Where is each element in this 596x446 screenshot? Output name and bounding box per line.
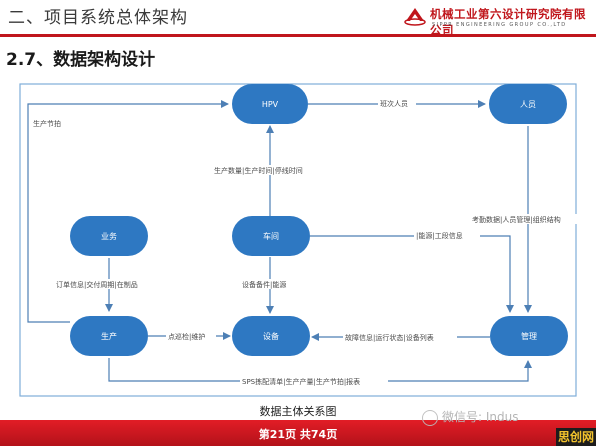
edge-label-production-to-equipment: 点巡检|维护: [168, 332, 205, 341]
node-personnel[interactable]: 人员: [489, 84, 567, 124]
company-logo: [404, 8, 426, 26]
edge-production-to-hpv: [27, 100, 229, 323]
edge-label-management-to-equipment: 故障信息|运行状态|设备列表: [345, 333, 434, 342]
edge-label-business-to-production: 订单信息|交付周期|在制品: [56, 280, 138, 289]
edge-label-production-to-management: SPS拣配清单|生产产量|生产节拍|报表: [242, 377, 360, 386]
wechat-icon: [422, 410, 438, 426]
edge-label-workshop-to-management: |能源|工段信息: [416, 231, 463, 240]
edge-label-personnel-to-management: 考勤数据|人员管理|组织结构: [472, 215, 561, 224]
node-production[interactable]: 生产: [70, 316, 148, 356]
diagram-caption: 数据主体关系图: [259, 405, 337, 418]
organization-name: 机械工业第六设计研究院有限公司: [430, 7, 586, 37]
header-divider: [0, 34, 596, 37]
node-workshop[interactable]: 车间: [232, 216, 310, 256]
node-personnel-label: 人员: [520, 100, 536, 109]
corner-badge: 思创网: [556, 428, 596, 446]
node-workshop-label: 车间: [263, 231, 279, 241]
page-number: 第21页 共74页: [258, 428, 338, 441]
node-business-label: 业务: [101, 231, 117, 241]
organization-english-name: SIPPR ENGINEERING GROUP CO.,LTD: [432, 22, 567, 28]
node-hpv[interactable]: HPV: [232, 84, 308, 124]
diagram-frame: [19, 83, 577, 397]
watermark-text: 微信号: Indus: [442, 410, 519, 424]
edge-label-production-to-hpv: 生产节拍: [33, 119, 61, 128]
node-management-label: 管理: [521, 331, 537, 341]
edge-label-workshop-to-hpv: 生产数量|生产时间|停线时间: [214, 166, 303, 175]
node-equipment-label: 设备: [263, 331, 279, 341]
edge-label-workshop-to-equipment: 设备备件|能源: [242, 280, 286, 289]
node-management[interactable]: 管理: [490, 316, 568, 356]
footer-bar: [0, 420, 596, 446]
page-title: 2.7、数据架构设计: [6, 50, 156, 70]
edge-workshop-to-management: [310, 235, 514, 313]
node-production-label: 生产: [101, 331, 117, 341]
header-section-title: 二、项目系统总体架构: [8, 8, 188, 28]
node-hpv-label: HPV: [262, 100, 279, 109]
node-business[interactable]: 业务: [70, 216, 148, 256]
node-equipment[interactable]: 设备: [232, 316, 310, 356]
edge-label-hpv-to-personnel: 班次人员: [380, 99, 408, 108]
